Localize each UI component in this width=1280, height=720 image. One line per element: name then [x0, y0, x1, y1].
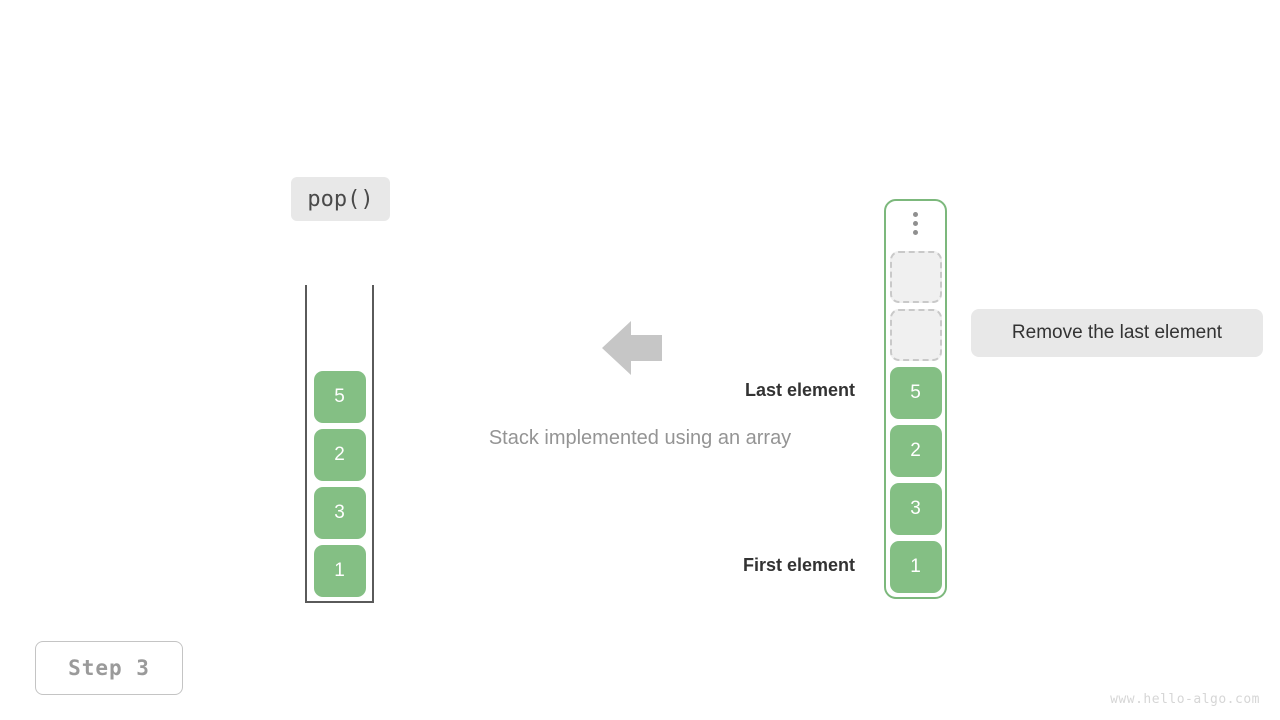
ellipsis-dot — [913, 221, 918, 226]
array-container: 5 2 3 1 — [884, 199, 947, 599]
last-element-label: Last element — [744, 380, 855, 400]
stack-cell: 5 — [313, 371, 366, 423]
diagram-caption: Stack implemented using an array — [488, 427, 792, 449]
stack-cell: 2 — [313, 429, 366, 481]
ellipsis-dot — [913, 212, 918, 217]
array-cell: 2 — [889, 425, 942, 477]
array-item-list: 5 2 3 1 — [886, 251, 945, 593]
stack-container: 5 2 3 1 — [305, 285, 374, 603]
stack-cell: 1 — [313, 545, 366, 597]
arrow-left-icon — [602, 320, 662, 376]
stack-item-list: 5 2 3 1 — [307, 371, 372, 597]
operation-label: pop() — [291, 177, 390, 221]
first-element-label: First element — [742, 555, 855, 575]
array-cell: 1 — [889, 541, 942, 593]
array-empty-slot — [889, 251, 942, 303]
vertical-ellipsis-icon — [886, 212, 945, 235]
step-badge: Step 3 — [35, 641, 183, 695]
array-cell: 5 — [889, 367, 942, 419]
watermark: www.hello-algo.com — [1110, 692, 1260, 707]
ellipsis-dot — [913, 230, 918, 235]
array-cell: 3 — [889, 483, 942, 535]
stack-cell: 3 — [313, 487, 366, 539]
array-empty-slot — [889, 309, 942, 361]
callout-remove-last-element: Remove the last element — [971, 309, 1263, 357]
